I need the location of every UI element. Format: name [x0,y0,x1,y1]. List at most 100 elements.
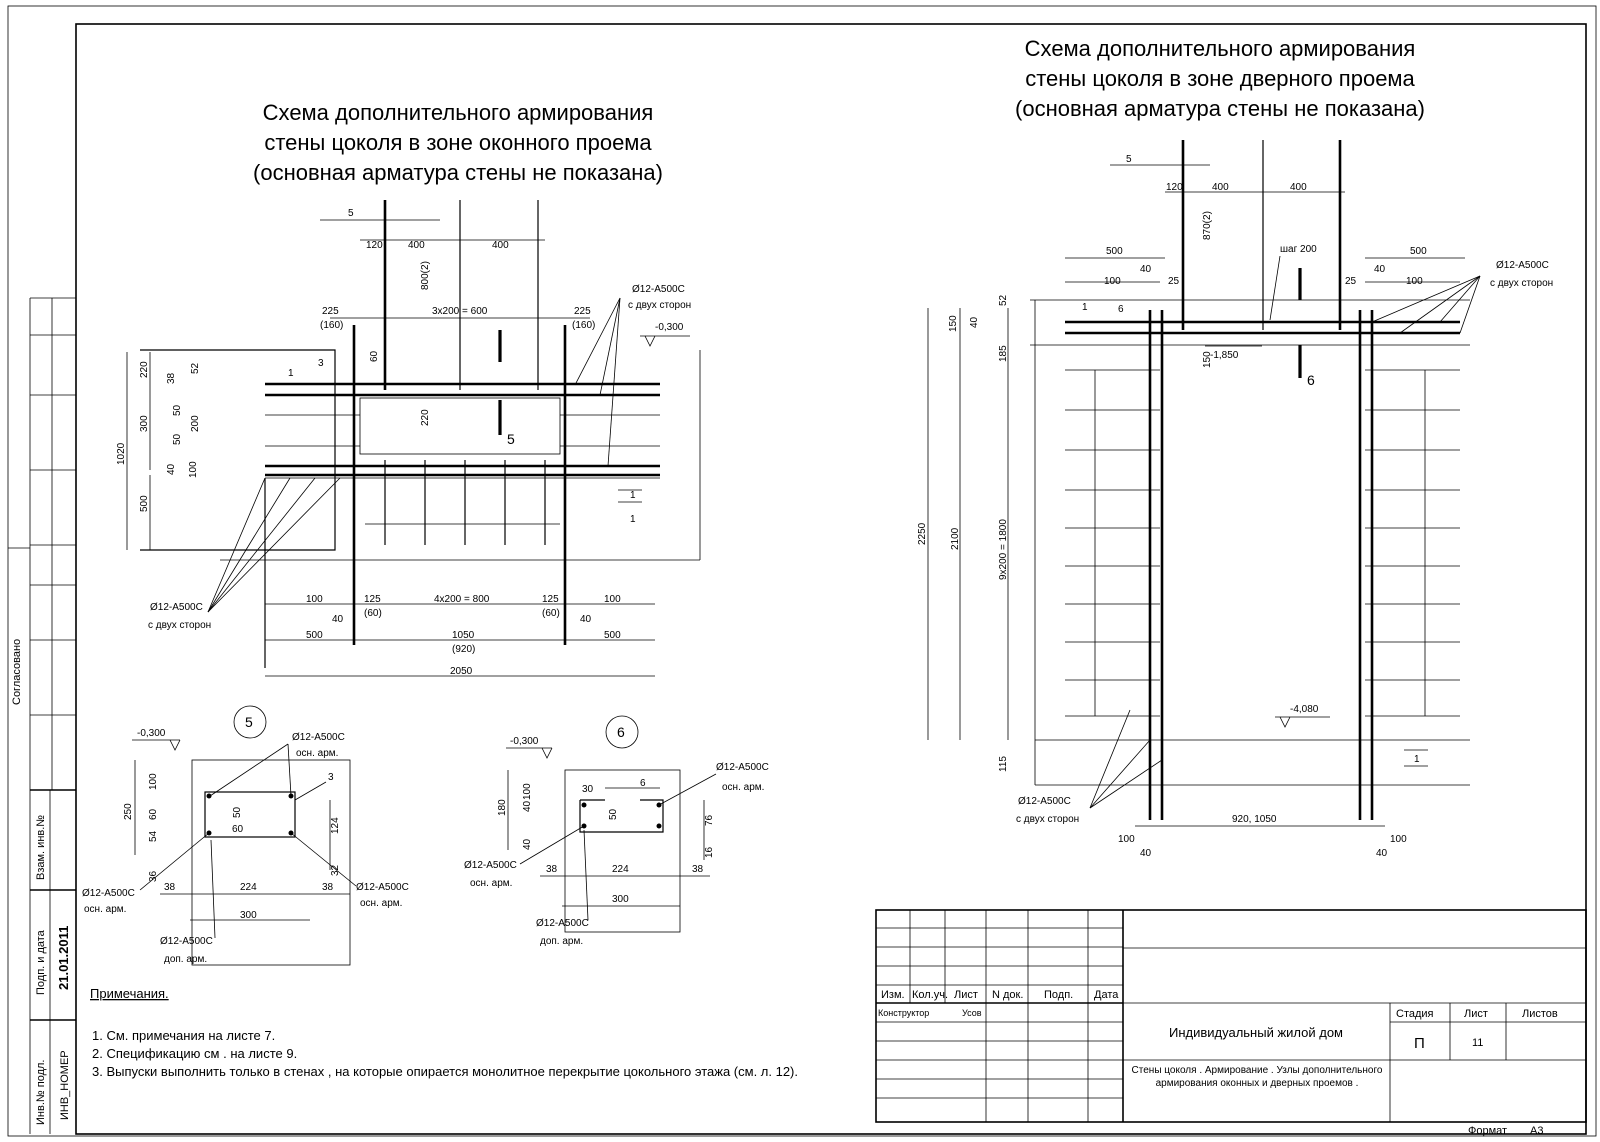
w-pos-3: 3 [318,358,324,369]
note-1: 1. См. примечания на листе 7. [92,1028,275,1043]
w-pos-1a: 1 [288,368,294,379]
s5-callout-bottom-sub: доп. арм. [164,954,207,965]
w-dim-left-1020: 1020 [116,442,127,465]
w-dim-160b: (160) [572,320,595,331]
w-dim-b-500b: 500 [604,630,621,641]
w-dim-b-100b: 100 [604,594,621,605]
w-dim-b-1050: 1050 [452,630,475,641]
w-dim-b-4x200: 4x200 = 800 [434,594,490,605]
w-dim-left-300: 300 [139,415,150,432]
note-2: 2. Спецификацию см . на листе 9. [92,1046,297,1061]
d-dim-b-100a: 100 [1118,834,1135,845]
tb-object: Индивидуальный жилой дом [1169,1025,1343,1040]
w-dim-b-40b: 40 [580,614,592,625]
s5-dim-36: 36 [148,870,159,882]
s5-dim-250: 250 [123,803,134,820]
s6-callout-bottom-sub: доп. арм. [540,936,583,947]
s6-dim-30: 30 [582,784,594,795]
date-value: 21.01.2011 [56,926,71,990]
podp-data-label: Подп. и дата [35,929,47,995]
notes: Примечания. 1. См. примечания на листе 7… [90,986,798,1079]
d-dim-40a: 40 [1140,264,1152,275]
window-title-line-2: стены цоколя в зоне оконного проема [264,130,652,155]
window-title-line-1: Схема дополнительного армирования [263,100,654,125]
w-dim-3x200: 3x200 = 600 [432,306,488,317]
tb-col-list: Лист [954,989,978,1001]
s5-mark: 5 [245,714,253,730]
door-title-line-1: Схема дополнительного армирования [1025,36,1416,61]
w-dim-120: 120 [366,240,383,251]
s6-pos6: 6 [640,778,646,789]
d-dim-left-40: 40 [969,316,980,328]
w-pos-1b: 1 [630,490,636,501]
s5-dim-100: 100 [148,773,159,790]
d-callout-left-sub: с двух сторон [1016,814,1079,825]
s6-dim-38b: 38 [692,864,704,875]
w-dim-160a: (160) [320,320,343,331]
d-dim-left-185: 185 [998,345,1009,362]
d-dim-b-40a: 40 [1140,848,1152,859]
d-callout-right: Ø12-А500С [1496,260,1549,271]
s6-dim-180: 180 [497,799,508,816]
w-callout-left: Ø12-А500С [150,602,203,613]
w-dim-b-500a: 500 [306,630,323,641]
tb-col-podp: Подп. [1044,989,1073,1001]
w-dim-225a: 225 [322,306,339,317]
d-dim-left-150a: 150 [948,315,959,332]
window-scheme: Схема дополнительного армирования стены … [116,100,701,677]
d-dim-left-2250: 2250 [917,522,928,545]
s5-dim-50: 50 [232,806,243,818]
w-dim-b-2050: 2050 [450,666,473,677]
d-dim-shag: шаг 200 [1280,244,1317,255]
d-dim-left-2100: 2100 [950,527,961,550]
d-level-bottom: -4,080 [1290,704,1319,715]
s5-pos3: 3 [328,772,334,783]
door-title-line-2: стены цоколя в зоне дверного проема [1025,66,1415,91]
d-dim-400a: 400 [1212,182,1229,193]
tb-role: Конструктор [878,1008,929,1018]
s5-level: -0,300 [137,728,166,739]
s5-callout-top-sub: осн. арм. [296,748,338,759]
w-callout-right: Ø12-А500С [632,284,685,295]
d-dim-120: 120 [1166,182,1183,193]
s5-dim-60a: 60 [148,808,159,820]
d-pos-1a: 1 [1082,302,1088,313]
w-level: -0,300 [655,322,684,333]
s6-dim-76: 76 [704,814,715,826]
w-dim-b-100a: 100 [306,594,323,605]
tb-sheets-label: Листов [1522,1008,1558,1020]
d-dim-100b: 100 [1406,276,1423,287]
w-dim-left-50b: 50 [172,433,183,445]
tb-stage-label: Стадия [1396,1008,1434,1020]
w-dim-400b: 400 [492,240,509,251]
d-dim-100a: 100 [1104,276,1121,287]
s5-dim-300: 300 [240,910,257,921]
w-dim-left-50a: 50 [172,404,183,416]
tb-stage-value: П [1414,1035,1425,1052]
window-section-mark: 5 [507,431,515,447]
tb-col-kolich: Кол.уч. [912,989,948,1001]
left-strip: Согласовано Взам. инв.№ Подп. и дата 21.… [8,297,76,1134]
d-dim-500a: 500 [1106,246,1123,257]
s5-dim-60b: 60 [232,824,244,835]
s6-level: -0,300 [510,736,539,747]
format-value: А3 [1530,1125,1543,1137]
inner-frame [75,23,1587,1135]
s5-callout-left: Ø12-А500С [82,888,135,899]
door-title-line-3: (основная арматура стены не показана) [1015,96,1425,121]
w-dim-b-60a: (60) [364,608,382,619]
section-6: 6 -0,300 Ø12-А500С осн. арм. 6 180 100 4… [464,715,769,947]
w-dim-left-220b: 220 [420,409,431,426]
s6-dim-40a: 40 [522,800,533,812]
s6-callout-left: Ø12-А500С [464,860,517,871]
door-section-mark: 6 [1307,372,1315,388]
s5-callout-left-sub: осн. арм. [84,904,126,915]
s5-callout-top: Ø12-А500С [292,732,345,743]
w-dim-400a: 400 [408,240,425,251]
w-dim-left-60: 60 [369,350,380,362]
s5-dim-124: 124 [330,817,341,834]
w-pos-1c: 1 [630,514,636,525]
d-dim-25b: 25 [1345,276,1357,287]
s5-callout-right-sub: осн. арм. [360,898,402,909]
